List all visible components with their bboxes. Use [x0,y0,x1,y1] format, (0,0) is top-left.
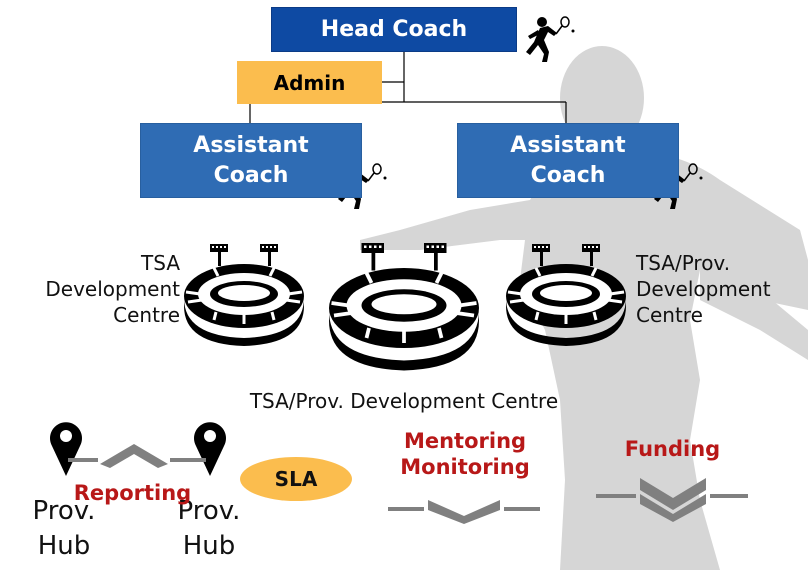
admin-box: Admin [237,61,382,104]
reporting-connector [68,444,206,468]
funding-label: Funding [624,437,721,461]
assistant-coach-right-box: Assistant Coach [457,123,679,198]
mentoring-monitoring-label: Mentoring Monitoring [400,429,530,480]
assistant-coach-left-label: Assistant Coach [193,132,309,188]
admin-label: Admin [273,70,346,95]
assistant-coach-left-box: Assistant Coach [140,123,362,198]
mentoring-connector [388,500,540,524]
chevron-down-icon [428,500,500,524]
chevron-up-icon [100,444,168,468]
assistant-coach-right-label: Assistant Coach [510,132,626,188]
prov-hub-right-label: Prov. Hub [177,496,241,562]
sla-label: SLA [274,467,318,491]
funding-connector [596,478,748,522]
prov-hub-left-label: Prov. Hub [32,496,96,562]
chevron-down-icon [640,494,706,522]
sla-badge: SLA [240,457,352,501]
tsa-prov-development-centre-right-label: TSA/Prov. Development Centre [636,251,771,327]
head-coach-label: Head Coach [320,17,468,42]
chevron-down-icon [640,478,706,510]
tsa-development-centre-label: TSA Development Centre [45,251,180,327]
tsa-prov-development-centre-center-label: TSA/Prov. Development Centre [249,389,559,413]
head-coach-box: Head Coach [271,7,517,52]
reporting-label: Reporting [73,481,192,505]
